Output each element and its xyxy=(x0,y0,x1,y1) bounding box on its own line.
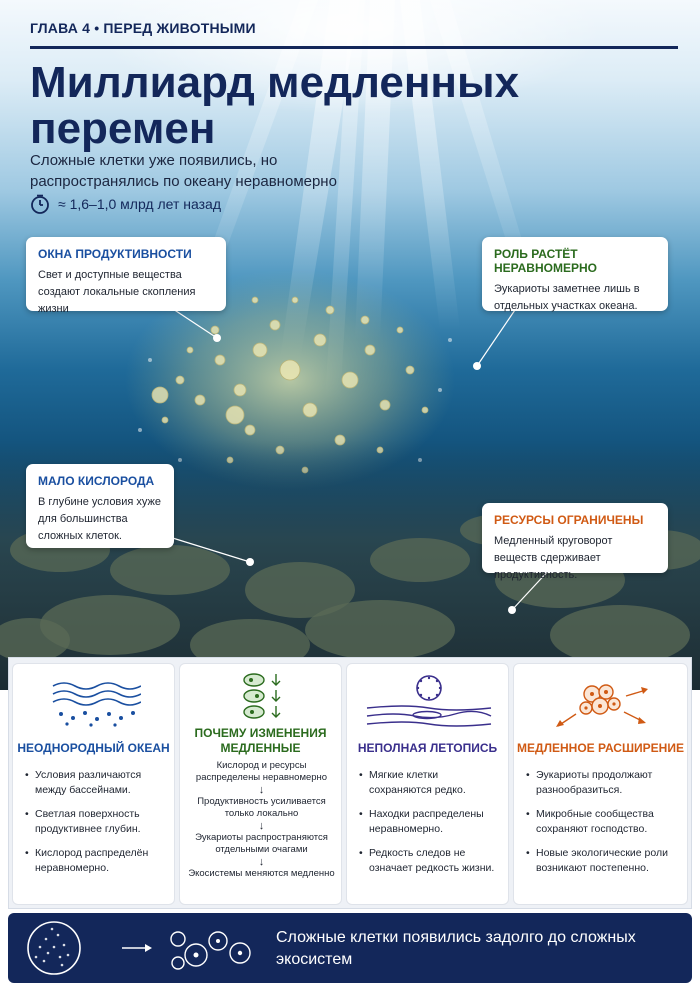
callout-low-oxygen: МАЛО КИСЛОРОДА В глубине условия хуже дл… xyxy=(26,464,174,548)
footer-banner: Сложные клетки появились задолго до слож… xyxy=(8,913,692,983)
timeline-text: ≈ 1,6–1,0 млрд лет назад xyxy=(58,196,222,212)
flow-step: Эукариоты распространяются отдельными оч… xyxy=(195,832,328,855)
panel-list: Мягкие клетки сохраняются редко. Находки… xyxy=(359,768,501,885)
callout-text: В глубине условия хуже для большинства с… xyxy=(38,496,162,542)
list-item: Кислород распределён неравномерно. xyxy=(25,846,167,876)
list-item: Эукариоты продолжают разнообразиться. xyxy=(526,768,676,798)
layered-ocean-icon xyxy=(52,682,141,727)
list-item: Редкость следов не означает редкость жиз… xyxy=(359,846,501,876)
callout-text: Эукариоты заметнее лишь в отдельных учас… xyxy=(494,283,640,312)
callout-limited-resources: РЕСУРСЫ ОГРАНИЧЕНЫ Медленный круговорот … xyxy=(482,503,668,581)
list-item: Условия различаются между бассейнами. xyxy=(25,768,167,798)
panel-title: МЕДЛЕННОЕ РАСШИРЕНИЕ xyxy=(517,741,684,755)
list-item: Микробные сообщества сохраняют господств… xyxy=(526,807,676,837)
panel-title: НЕОДНОРОДНЫЙ ОКЕАН xyxy=(17,741,170,755)
panel-uneven-ocean: НЕОДНОРОДНЫЙ ОКЕАН Условия различаются м… xyxy=(12,663,175,905)
chapter-label: ГЛАВА 4 • ПЕРЕД ЖИВОТНЫМИ xyxy=(30,20,256,36)
panel-list: Условия различаются между бассейнами. Св… xyxy=(25,768,167,885)
list-item: Светлая поверхность продуктивнее глубин. xyxy=(25,807,167,837)
panel-incomplete-record: НЕПОЛНАЯ ЛЕТОПИСЬ Мягкие клетки сохраняю… xyxy=(346,663,509,905)
cell-cluster-icon xyxy=(556,684,648,727)
callout-title: РОЛЬ РАСТЁТ НЕРАВНОМЕРНО xyxy=(494,247,597,275)
flow-step: Экосистемы меняются медленно xyxy=(188,868,335,879)
timeline: ≈ 1,6–1,0 млрд лет назад xyxy=(30,194,221,214)
callout-text: Медленный круговорот веществ сдерживает … xyxy=(494,535,613,581)
flow-step: Продуктивность усиливается только локаль… xyxy=(197,796,326,819)
clock-icon xyxy=(31,194,49,214)
down-arrow-icon: ↓ xyxy=(258,784,265,796)
cells-progression-icon xyxy=(27,921,251,975)
panel-slow-expansion: МЕДЛЕННОЕ РАСШИРЕНИЕ Эукариоты продолжаю… xyxy=(513,663,688,905)
callout-title: РЕСУРСЫ ОГРАНИЧЕНЫ xyxy=(494,513,644,527)
cell-stack-icon xyxy=(243,673,281,719)
header-divider xyxy=(30,46,678,49)
panel-why-slow: ПОЧЕМУ ИЗМЕНЕНИЯ МЕДЛЕННЫЕ Кислород и ре… xyxy=(179,663,342,905)
list-item: Находки распределены неравномерно. xyxy=(359,807,501,837)
callout-title: МАЛО КИСЛОРОДА xyxy=(38,474,155,488)
down-arrow-icon: ↓ xyxy=(258,856,265,868)
page-title: Миллиард медленных перемен xyxy=(30,58,520,153)
list-item: Новые экологические роли возникают посте… xyxy=(526,846,676,876)
panel-title: ПОЧЕМУ ИЗМЕНЕНИЯ МЕДЛЕННЫЕ xyxy=(194,726,327,755)
page-subtitle: Сложные клетки уже появились, но распрос… xyxy=(30,152,337,190)
process-flow: Кислород и ресурсы распределены неравном… xyxy=(186,760,337,880)
fossil-layers-icon xyxy=(366,675,492,727)
callout-text: Свет и доступные вещества создают локаль… xyxy=(38,269,196,315)
list-item: Мягкие клетки сохраняются редко. xyxy=(359,768,501,798)
down-arrow-icon: ↓ xyxy=(258,820,265,832)
callout-title: ОКНА ПРОДУКТИВНОСТИ xyxy=(38,247,192,261)
panel-list: Эукариоты продолжают разнообразиться. Ми… xyxy=(526,768,676,885)
flow-step: Кислород и ресурсы распределены неравном… xyxy=(195,760,328,783)
panel-title: НЕПОЛНАЯ ЛЕТОПИСЬ xyxy=(357,741,498,755)
callout-uneven-role: РОЛЬ РАСТЁТ НЕРАВНОМЕРНО Эукариоты замет… xyxy=(482,237,668,312)
footer-message: Сложные клетки появились задолго до слож… xyxy=(276,929,636,968)
callout-productivity-windows: ОКНА ПРОДУКТИВНОСТИ Свет и доступные вещ… xyxy=(26,237,226,315)
